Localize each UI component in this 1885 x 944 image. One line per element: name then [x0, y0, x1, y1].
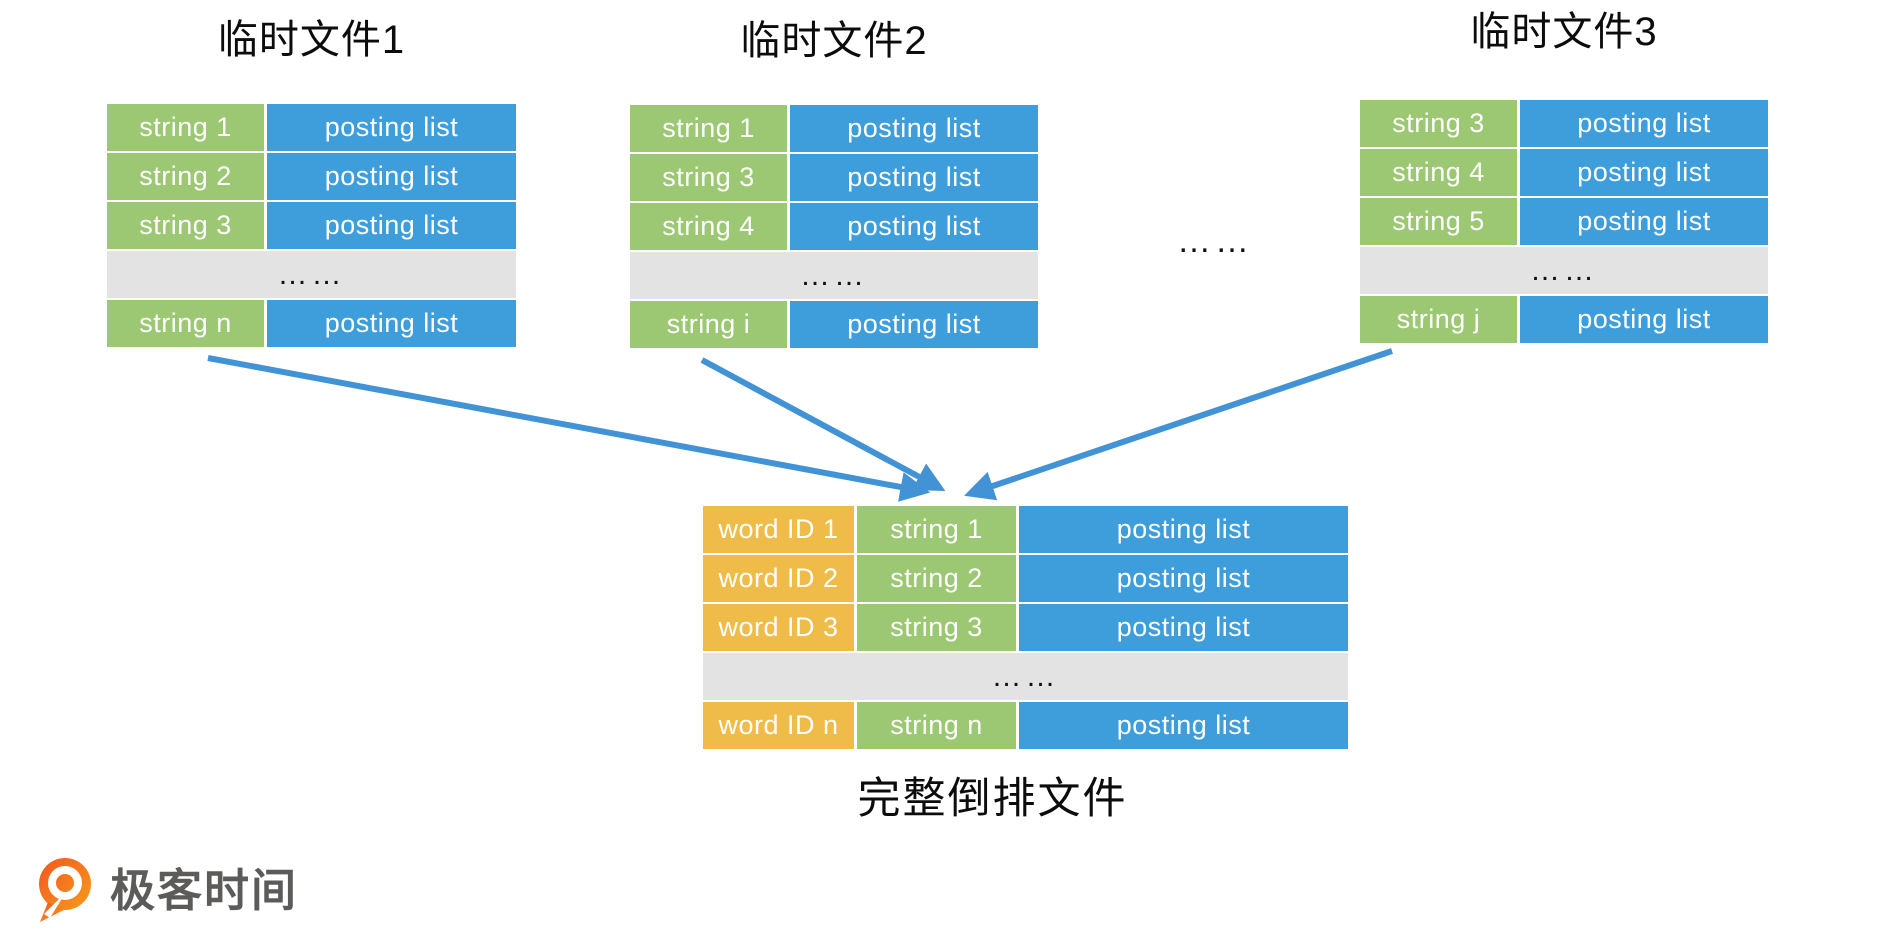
posting-list-cell: posting list — [1520, 296, 1768, 343]
table-row: string 3 posting list — [107, 202, 516, 249]
table-row: word ID 2 string 2 posting list — [703, 555, 1348, 602]
term-cell: string 1 — [107, 104, 264, 151]
posting-list-cell: posting list — [267, 202, 516, 249]
table-row: string n posting list — [107, 300, 516, 347]
table-row: string 3 posting list — [1360, 100, 1768, 147]
temp-file-1-table: string 1 posting list string 2 posting l… — [107, 104, 516, 347]
ellipsis-row: …… — [703, 653, 1348, 700]
table-row: word ID 1 string 1 posting list — [703, 506, 1348, 553]
posting-list-cell: posting list — [790, 301, 1038, 348]
geektime-pin-icon — [39, 858, 91, 922]
term-cell: string 3 — [107, 202, 264, 249]
temp-file-3-title: 临时文件3 — [1470, 10, 1658, 54]
term-cell: string 5 — [1360, 198, 1517, 245]
posting-list-cell: posting list — [267, 153, 516, 200]
table-row: string 4 posting list — [630, 203, 1038, 250]
term-cell: string 4 — [1360, 149, 1517, 196]
ellipsis-row: …… — [107, 251, 516, 298]
ellipsis-row: …… — [1360, 247, 1768, 294]
arrow-from-temp-file-1 — [207, 355, 931, 502]
posting-list-cell: posting list — [267, 300, 516, 347]
term-cell: string j — [1360, 296, 1517, 343]
term-cell: string 1 — [630, 105, 787, 152]
posting-list-cell: posting list — [267, 104, 516, 151]
table-row: string 1 posting list — [630, 105, 1038, 152]
word-id-cell: word ID n — [703, 702, 854, 749]
posting-list-cell: posting list — [1520, 198, 1768, 245]
table-row: string j posting list — [1360, 296, 1768, 343]
arrow-from-temp-file-2 — [700, 357, 946, 491]
term-cell: string n — [857, 702, 1016, 749]
between-tables-ellipsis: …… — [1177, 222, 1253, 260]
posting-list-cell: posting list — [1520, 149, 1768, 196]
posting-list-cell: posting list — [1019, 702, 1348, 749]
table-row: string i posting list — [630, 301, 1038, 348]
geektime-logo: 极客时间 — [34, 856, 298, 926]
posting-list-cell: posting list — [790, 105, 1038, 152]
logo-text: 极客时间 — [110, 865, 299, 916]
word-id-cell: word ID 1 — [703, 506, 854, 553]
merged-file-caption: 完整倒排文件 — [857, 775, 1128, 823]
table-row: word ID n string n posting list — [703, 702, 1348, 749]
table-row: string 4 posting list — [1360, 149, 1768, 196]
ellipsis-row: …… — [630, 252, 1038, 299]
table-row: string 3 posting list — [630, 154, 1038, 201]
term-cell: string 1 — [857, 506, 1016, 553]
temp-file-2-title: 临时文件2 — [740, 19, 928, 63]
term-cell: string 3 — [1360, 100, 1517, 147]
table-row: word ID 3 string 3 posting list — [703, 604, 1348, 651]
merged-inverted-file-table: word ID 1 string 1 posting list word ID … — [703, 506, 1348, 749]
posting-list-cell: posting list — [1019, 506, 1348, 553]
posting-list-cell: posting list — [790, 154, 1038, 201]
arrow-from-temp-file-3 — [964, 348, 1393, 501]
term-cell: string 2 — [107, 153, 264, 200]
posting-list-cell: posting list — [1019, 555, 1348, 602]
table-row: string 2 posting list — [107, 153, 516, 200]
term-cell: string 3 — [630, 154, 787, 201]
table-row: string 1 posting list — [107, 104, 516, 151]
posting-list-cell: posting list — [790, 203, 1038, 250]
temp-file-2-table: string 1 posting list string 3 posting l… — [630, 105, 1038, 348]
term-cell: string 2 — [857, 555, 1016, 602]
posting-list-cell: posting list — [1019, 604, 1348, 651]
term-cell: string i — [630, 301, 787, 348]
term-cell: string 4 — [630, 203, 787, 250]
term-cell: string 3 — [857, 604, 1016, 651]
word-id-cell: word ID 3 — [703, 604, 854, 651]
word-id-cell: word ID 2 — [703, 555, 854, 602]
posting-list-cell: posting list — [1520, 100, 1768, 147]
term-cell: string n — [107, 300, 264, 347]
temp-file-1-title: 临时文件1 — [217, 18, 406, 62]
table-row: string 5 posting list — [1360, 198, 1768, 245]
temp-file-3-table: string 3 posting list string 4 posting l… — [1360, 100, 1768, 343]
